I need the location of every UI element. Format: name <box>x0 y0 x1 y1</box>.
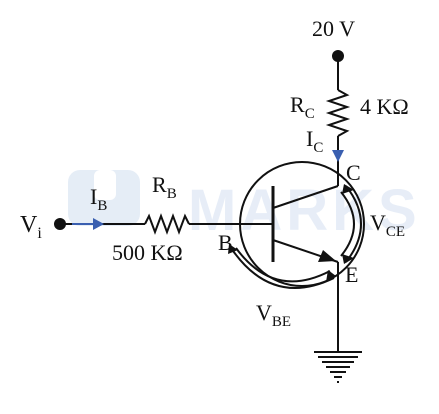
rc-label: RC <box>290 92 315 122</box>
ib-label: IB <box>90 184 107 214</box>
vbe-arc-outer <box>230 247 335 289</box>
watermark: MARKS <box>68 170 421 243</box>
current-arrows <box>72 150 344 230</box>
vbe-label: VBE <box>256 300 291 330</box>
rb-value-label: 500 KΩ <box>112 240 183 265</box>
voltage-arcs <box>230 185 362 289</box>
emitter-terminal-label: E <box>345 262 358 287</box>
input-node <box>54 218 66 230</box>
vbe-arc-inner <box>235 247 331 283</box>
supply-voltage-label: 20 V <box>312 16 355 41</box>
rc-value-label: 4 KΩ <box>360 94 409 119</box>
watermark-logo-notch <box>94 170 116 200</box>
collector-terminal-label: C <box>346 160 361 185</box>
base-terminal-label: B <box>218 230 233 255</box>
vbe-arrow-tail <box>326 270 336 282</box>
rb-label: RB <box>152 172 177 202</box>
collector-lead <box>272 185 339 209</box>
base-resistor-rb <box>144 213 190 235</box>
ic-arrow-head <box>332 150 344 162</box>
supply-node <box>332 50 344 62</box>
vce-label: VCE <box>370 210 405 240</box>
ib-arrow-head <box>93 218 104 230</box>
emitter-arrow <box>318 250 336 262</box>
ic-label: IC <box>306 126 323 156</box>
ground-symbol <box>314 351 362 383</box>
vce-arc-inner <box>340 191 355 257</box>
collector-resistor-rc <box>325 89 351 137</box>
vce-arrow-tail <box>342 254 354 264</box>
watermark-text: MARKS <box>188 178 421 243</box>
vce-arrow-head <box>342 184 354 194</box>
vbe-arrow-head <box>228 244 238 254</box>
transistor-body <box>239 161 365 287</box>
vi-label: Vi <box>20 212 42 242</box>
vce-arc-outer <box>345 185 362 263</box>
